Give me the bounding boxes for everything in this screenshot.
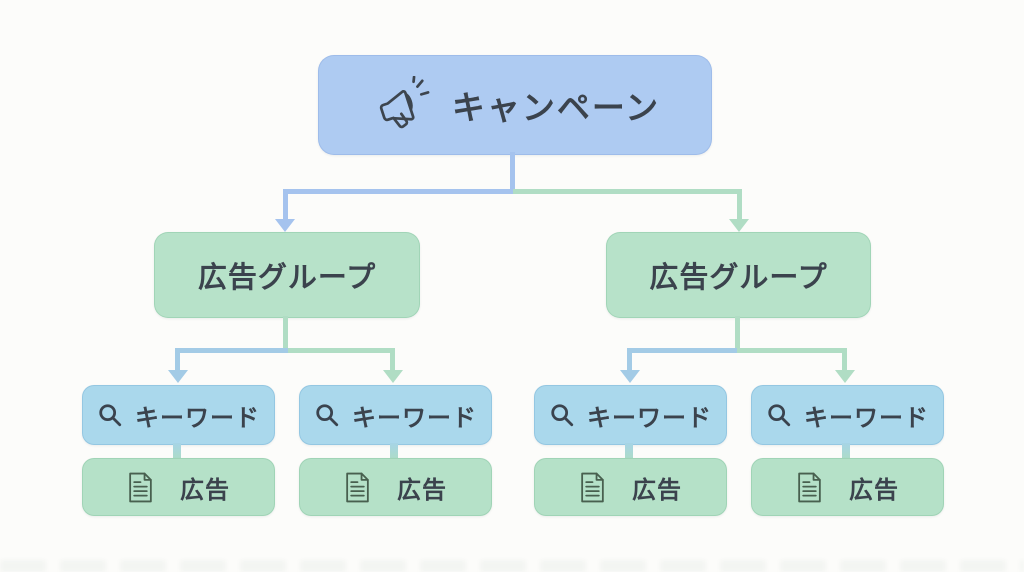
ad-group-label: 広告グループ	[649, 260, 828, 294]
arrow-down-keyword-2	[383, 370, 403, 383]
keyword-node-3: キーワード	[534, 385, 727, 445]
arrow-down-adgroup-left	[275, 219, 295, 232]
keyword-node-2: キーワード	[299, 385, 492, 445]
arrow-down-keyword-1	[168, 370, 188, 383]
keyword-node-1: キーワード	[82, 385, 275, 445]
connector-drop-keyword-3	[627, 348, 632, 371]
ad-group-node-right: 広告グループ	[606, 232, 871, 318]
document-icon	[579, 472, 606, 503]
connector-left-branch-right	[288, 348, 395, 353]
connector-drop-keyword-1	[175, 348, 180, 371]
connector-keyword-ad-4	[842, 443, 850, 459]
connector-right-branch-left	[627, 348, 737, 353]
connector-adgroup-right-stub	[735, 316, 740, 350]
document-icon	[127, 472, 154, 503]
search-icon	[549, 402, 575, 428]
arrow-down-keyword-4	[835, 370, 855, 383]
ad-node-2: 広告	[299, 458, 492, 516]
connector-top-left	[283, 189, 513, 194]
ad-label: 広告	[180, 475, 230, 504]
keyword-label: キーワード	[587, 403, 712, 432]
ad-label: 広告	[397, 475, 447, 504]
search-icon	[314, 402, 340, 428]
arrow-down-keyword-3	[620, 370, 640, 383]
connector-top-right	[513, 189, 741, 194]
connector-campaign-stub	[510, 152, 515, 191]
connector-keyword-ad-2	[390, 443, 398, 459]
keyword-node-4: キーワード	[751, 385, 944, 445]
ad-group-label: 広告グループ	[197, 260, 377, 294]
arrow-down-adgroup-right	[729, 219, 749, 232]
keyword-label: キーワード	[135, 403, 260, 432]
connector-right-branch-right	[737, 348, 847, 353]
ad-node-3: 広告	[534, 458, 727, 516]
ad-node-1: 広告	[82, 458, 275, 516]
cropped-bottom-row-artifact	[0, 560, 1024, 572]
connector-left-branch-left	[175, 348, 288, 353]
document-icon	[344, 472, 371, 503]
connector-drop-adgroup-left	[283, 189, 288, 219]
keyword-label: キーワード	[352, 403, 477, 432]
search-icon	[766, 402, 792, 428]
document-icon	[796, 472, 823, 503]
keyword-label: キーワード	[804, 403, 929, 432]
connector-drop-adgroup-right	[737, 189, 742, 219]
ad-label: 広告	[849, 475, 899, 504]
ad-label: 広告	[632, 475, 682, 504]
ad-group-node-left: 広告グループ	[154, 232, 420, 318]
campaign-node: キャンペーン	[318, 55, 712, 155]
connector-drop-keyword-4	[842, 348, 847, 371]
megaphone-icon	[370, 76, 432, 134]
connector-keyword-ad-1	[173, 443, 181, 459]
connector-drop-keyword-2	[390, 348, 395, 371]
search-icon	[97, 402, 123, 428]
connector-keyword-ad-3	[625, 443, 633, 459]
campaign-label: キャンペーン	[451, 88, 661, 127]
connector-adgroup-left-stub	[283, 316, 288, 350]
ad-node-4: 広告	[751, 458, 944, 516]
